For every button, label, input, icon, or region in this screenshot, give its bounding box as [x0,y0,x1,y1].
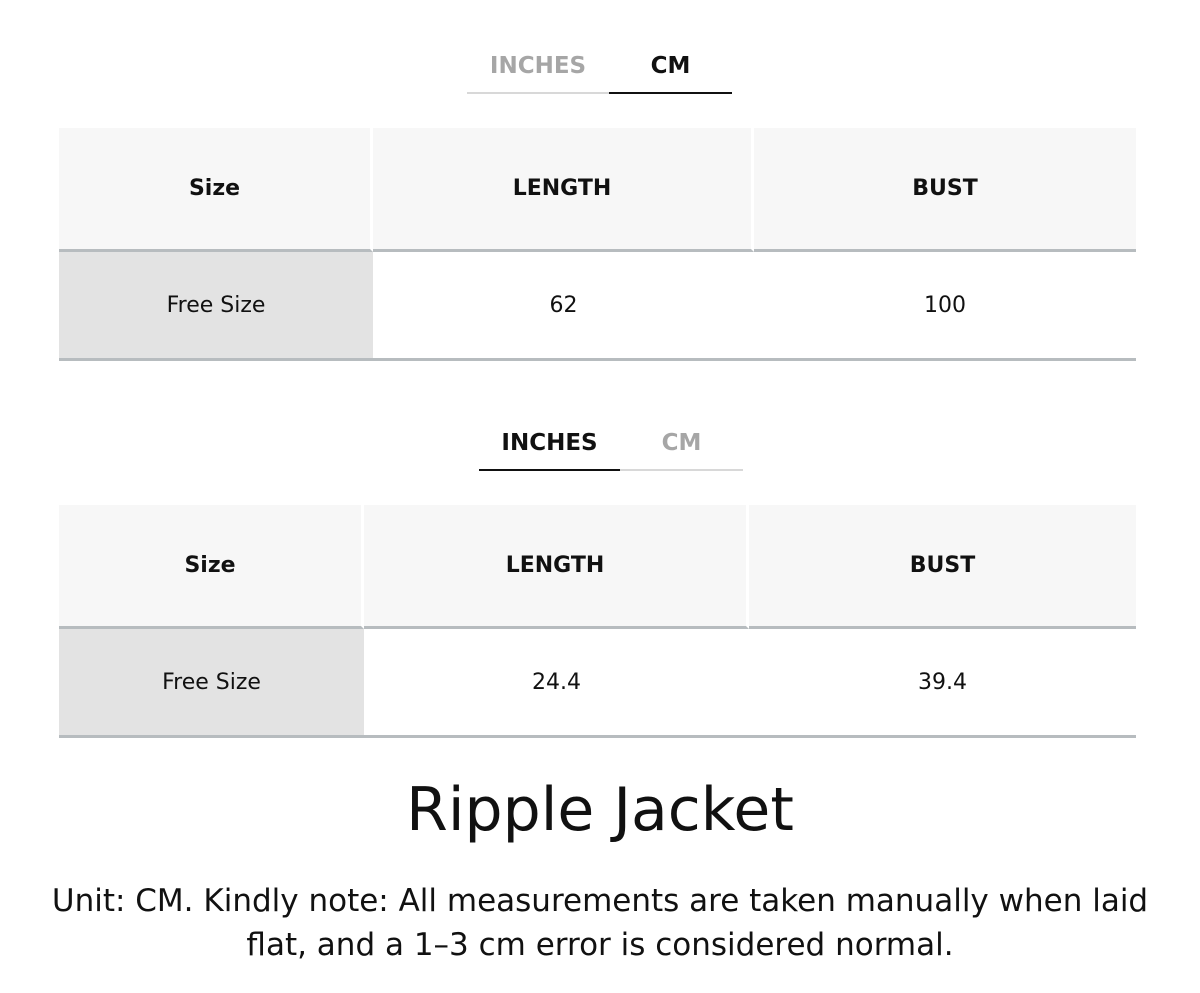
column-header-bust: BUST [749,505,1136,629]
size-table-inches: Size LENGTH BUST Free Size 24.4 39.4 [59,505,1136,738]
bust-cell: 100 [754,252,1136,361]
table-row: Free Size 62 100 [59,252,1136,361]
bust-cell: 39.4 [749,629,1136,738]
column-header-size: Size [59,505,364,629]
tab-inches[interactable]: INCHES [479,423,620,471]
product-title: Ripple Jacket [406,775,794,845]
measurement-note: Unit: CM. Kindly note: All measurements … [51,883,1149,963]
column-header-length: LENGTH [373,128,754,252]
size-table-cm: Size LENGTH BUST Free Size 62 100 [59,128,1136,361]
size-cell: Free Size [59,629,364,738]
length-cell: 24.4 [364,629,749,738]
table-header-row: Size LENGTH BUST [59,128,1136,252]
tab-inches[interactable]: INCHES [489,53,587,79]
column-header-length: LENGTH [364,505,749,629]
table-header-row: Size LENGTH BUST [59,505,1136,629]
column-header-size: Size [59,128,373,252]
unit-tabs-bottom: INCHES CM [479,423,743,471]
table-row: Free Size 24.4 39.4 [59,629,1136,738]
length-cell: 62 [373,252,754,361]
unit-tabs-top: INCHES CM [467,46,732,94]
column-header-bust: BUST [754,128,1136,252]
size-cell: Free Size [59,252,373,361]
tab-cm[interactable]: CM [661,430,702,456]
tab-cm[interactable]: CM [609,46,732,94]
